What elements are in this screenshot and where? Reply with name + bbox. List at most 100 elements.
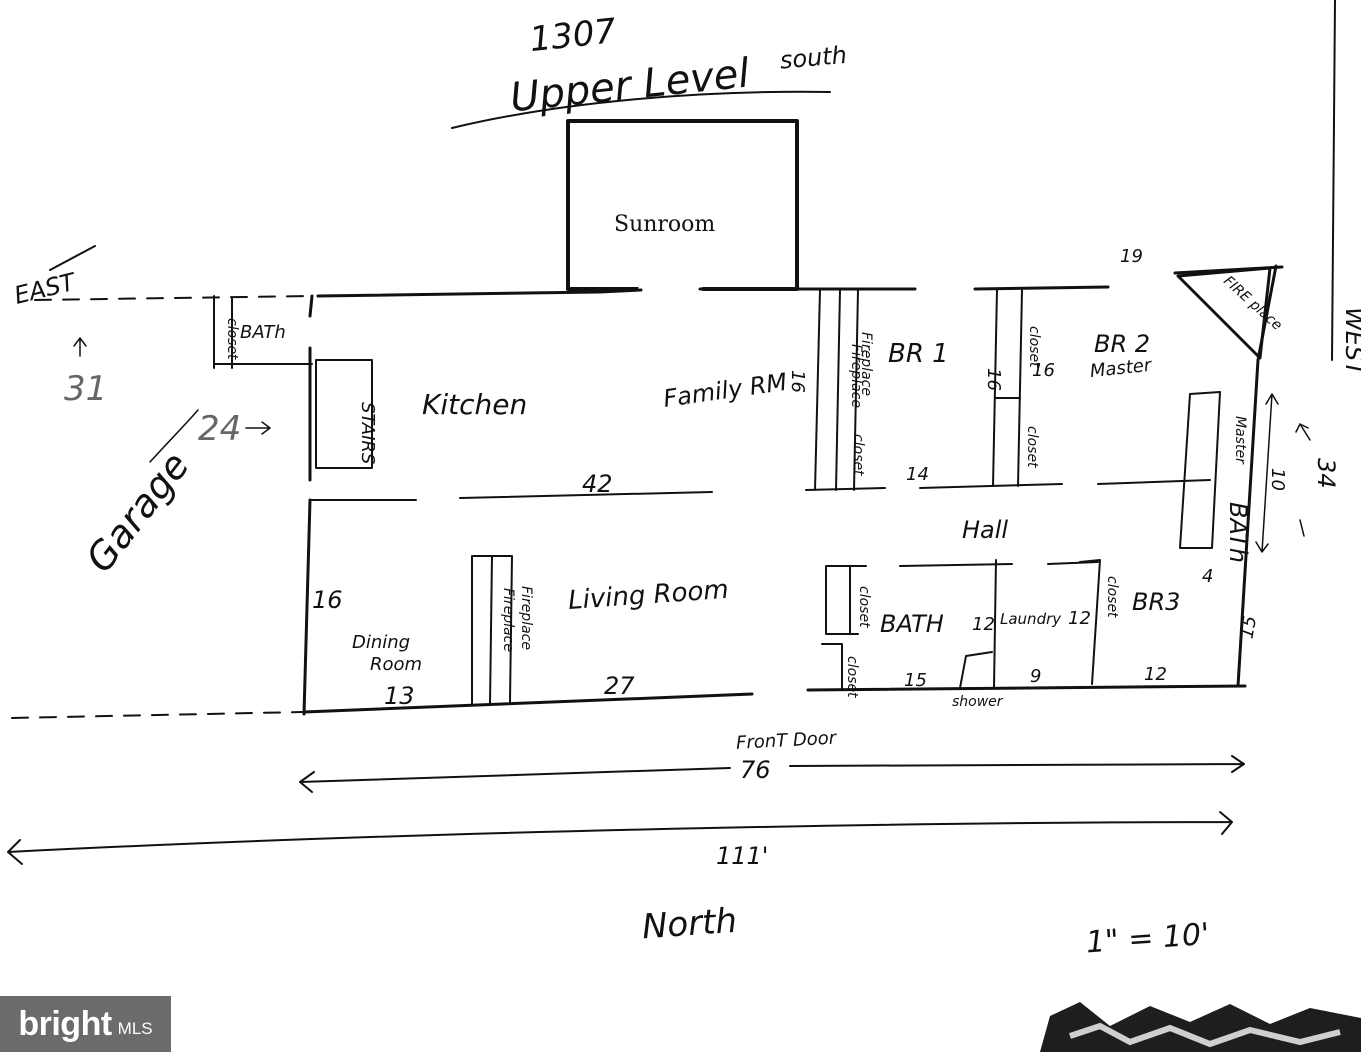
dimension-42: 42 [582,470,613,498]
dining-room-label-a: Dining [352,632,410,653]
front-door-label: FronT Door [736,728,839,754]
laundry-closet [1079,559,1101,685]
house-bottom-wall-east [806,684,1247,692]
dimension-15-bath: 15 [904,670,927,691]
dimension-12-laundry: 12 [1068,608,1091,629]
dimension-16-br1: 16 [983,368,1004,391]
dining-room-label-b: Room [370,654,422,675]
family-room-bottom [805,487,886,491]
title-underline [451,90,831,129]
closet-label-br1: closet [1026,326,1042,368]
plan-direction-south: south [779,41,848,75]
master-fireplace-triangle [1176,266,1272,360]
plan-number: 1307 [528,11,619,60]
hall-bottom-wall [899,563,1013,567]
master-bath-label-b: BATh [1224,502,1252,563]
laundry-label: Laundry [1000,610,1062,628]
dimension-10: 10 [1267,468,1288,491]
living-fireplace-outline [471,555,513,705]
dimension-12-bath: 12 [972,614,995,635]
dimension-31: 31 [64,369,107,409]
br3-label: BR3 [1132,588,1180,616]
br1-br2-closet-right [1017,289,1023,487]
lower-bath-small-closet [821,643,843,691]
stairs-label: STAIRS [357,402,378,464]
compass-west: WEST [1340,307,1361,378]
house-left-wall-lower [302,498,312,716]
living-room-label: Living Room [567,575,729,616]
dimension-34-arrow [1295,423,1311,537]
bath-upper-left-label: BATh [240,322,286,343]
garage-swoosh [149,409,199,463]
house-left-wall-upper [308,294,314,482]
house-bottom-wall-west [302,692,754,714]
stairs-outline [315,359,373,469]
east-tick [49,245,96,271]
house-right-wall [1236,264,1278,688]
kitchen-label: Kitchen [422,388,527,421]
fireplace-label-living-b: Fireplace [500,588,516,652]
dimension-10-arrow [1255,393,1279,553]
fireplace-label-family-a: Fireplace [858,332,874,396]
house-top-wall-br [973,285,1110,291]
scale-label: 1" = 10' [1085,917,1211,961]
closet-label-family: closet [850,434,866,476]
dimension-19: 19 [1120,246,1143,267]
lower-bath-label: BATH [880,610,944,638]
arrow-24 [245,421,271,435]
fireplace-label-living-a: Fireplace [518,586,534,650]
bright-mls-badge: bright MLS [0,996,171,1052]
dimension-15-right: 15 [1237,614,1262,640]
page-edge-line [1331,0,1336,361]
closet-label-upper-left: closet [224,318,240,360]
shower-label: shower [952,694,1004,710]
fireplace-column-left [814,289,821,491]
dimension-27: 27 [604,672,635,700]
dimension-24: 24 [198,409,241,449]
fireplace-column-mid [835,289,841,491]
fireplace-column-right [853,289,859,491]
master-fireplace-label: FIRE place [1220,273,1285,334]
master-bath-label-a: Master [1232,416,1248,465]
dimension-14: 14 [906,464,929,485]
closet-label-bath: closet [856,586,872,628]
dimension-16-br2: 16 [1032,360,1055,381]
dimension-76-line [299,755,1245,793]
compass-north: North [641,901,739,948]
house-top-wall-west [316,288,643,298]
kitchen-living-divider [309,491,713,501]
br-bottom-wall [919,483,1063,489]
br1-br2-closet-left [992,289,998,487]
hall-bottom-wall-right [1047,561,1099,565]
br1-label: BR 1 [888,339,949,369]
dimension-111-line [7,811,1233,865]
shower-outline [959,651,993,689]
dimension-34: 34 [1312,458,1340,489]
closet-label-laundry: closet [1104,576,1120,618]
closet-label-br2: closet [1024,426,1040,468]
dimension-16-family: 16 [787,370,808,393]
closet-label-small: closet [844,656,860,698]
property-line-top [34,295,313,301]
arrow-31 [73,337,87,357]
dimension-9: 9 [1030,666,1041,687]
dimension-12-br3: 12 [1144,664,1167,685]
br2-bottom-wall [1097,479,1211,485]
sunroom-outline [566,119,799,291]
dimension-16-left: 16 [312,586,343,614]
sunroom-label: Sunroom [614,212,715,237]
dimension-4: 4 [1202,566,1213,587]
bath-laundry-wall [993,559,997,689]
br2-master-label: Master [1089,355,1154,382]
scan-noise [1040,1002,1361,1052]
badge-suffix: MLS [117,1019,153,1038]
dimension-13: 13 [384,682,415,710]
compass-east: EAST [11,267,80,310]
fireplace-label-family-b: Fireplace [848,344,864,408]
lower-bath-closet [825,565,867,635]
master-bath-outline [1179,391,1221,549]
br2-label: BR 2 [1094,330,1150,358]
dimension-111: 111' [716,842,768,870]
dimension-76: 76 [740,756,771,784]
